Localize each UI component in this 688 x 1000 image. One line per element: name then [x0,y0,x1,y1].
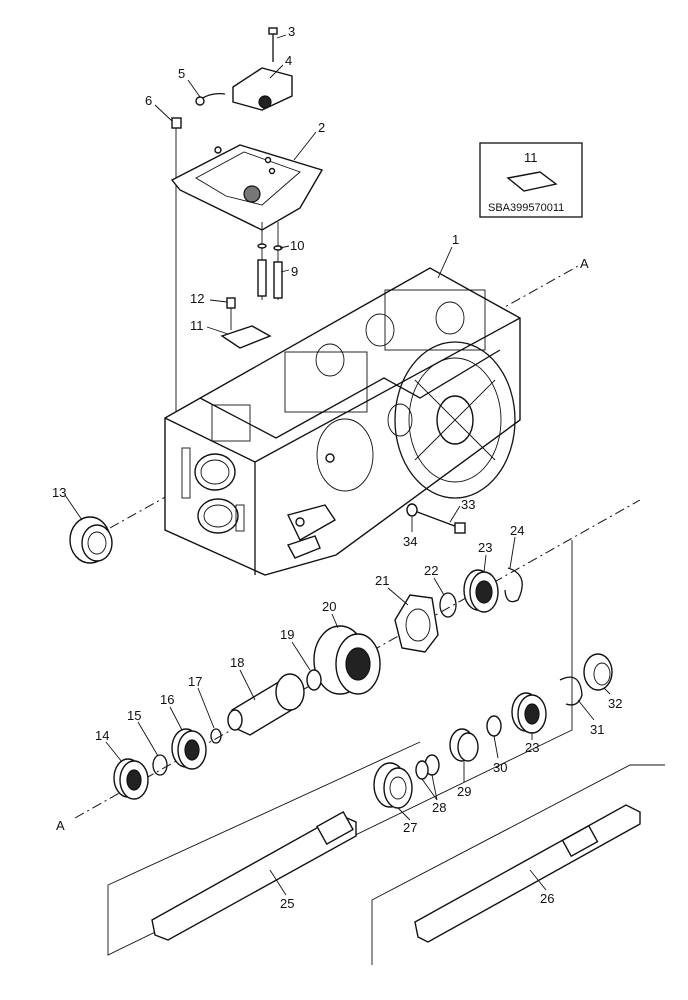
bolt-33-washer-34 [406,503,466,534]
label-25: 25 [280,896,294,911]
ring-19 [306,669,322,691]
gear-27 [373,762,413,809]
label-28: 28 [432,800,446,815]
bracket-11-bolt-12 [220,297,272,349]
leader-lines [64,34,611,896]
housing-flange-bore [394,341,516,499]
bearing-23-lower [511,692,547,734]
label-14: 14 [95,728,109,743]
label-4: 4 [285,53,292,68]
group-bracket-main-shaft [107,540,573,956]
label-11: 11 [190,318,204,333]
label-23-lower: 23 [525,740,539,755]
label-24: 24 [510,523,524,538]
label-12: 12 [190,291,204,306]
inset-panel: SBA399570011 11 [479,142,583,218]
inset-frame [479,142,583,218]
bolt-6 [171,117,182,129]
label-27: 27 [403,820,417,835]
label-13: 13 [52,485,66,500]
snap-ring-31 [559,676,583,706]
label-26: 26 [540,891,554,906]
label-32: 32 [608,696,622,711]
seal-32 [583,653,613,691]
group-bracket-alt-shaft [371,764,665,965]
support-21 [394,594,439,653]
label-11-inset: 11 [524,150,538,165]
label-2: 2 [318,120,325,135]
label-9: 9 [291,264,298,279]
dowel-pins-9-10 [257,222,283,300]
section-marker-a-lower: A [56,818,65,833]
shaft-25 [151,811,357,941]
label-30: 30 [493,760,507,775]
gear-20 [313,625,381,695]
label-5: 5 [178,66,185,81]
label-33: 33 [461,497,475,512]
gear-29 [449,728,479,762]
label-1: 1 [452,232,459,247]
ring-17 [210,728,222,744]
bearing-14 [113,758,149,800]
bearing-16 [171,728,207,770]
inset-plate-shape [506,171,558,192]
label-19: 19 [280,627,294,642]
label-20: 20 [322,599,336,614]
label-18: 18 [230,655,244,670]
label-10: 10 [290,238,304,253]
snap-ring-22 [439,592,457,618]
collars-28 [415,754,440,780]
label-31: 31 [590,722,604,737]
valve-block-4 [232,67,293,111]
label-3: 3 [288,24,295,39]
cover-plate-2 [170,144,324,231]
label-17: 17 [188,674,202,689]
ring-30 [486,715,502,737]
shaft-18 [227,673,305,736]
label-6: 6 [145,93,152,108]
label-34: 34 [403,534,417,549]
snap-ring-15 [152,754,168,776]
label-15: 15 [127,708,141,723]
section-marker-a-upper: A [580,256,589,271]
bearing-23-upper [463,569,499,613]
label-23-upper: 23 [478,540,492,555]
label-22: 22 [424,563,438,578]
label-16: 16 [160,692,174,707]
inset-caption: SBA399570011 [488,202,564,214]
seal-13 [69,516,113,564]
shaft-26 [414,804,641,943]
label-21: 21 [375,573,389,588]
transmission-housing-1 [164,267,521,576]
label-29: 29 [457,784,471,799]
snap-ring-24 [504,567,523,603]
